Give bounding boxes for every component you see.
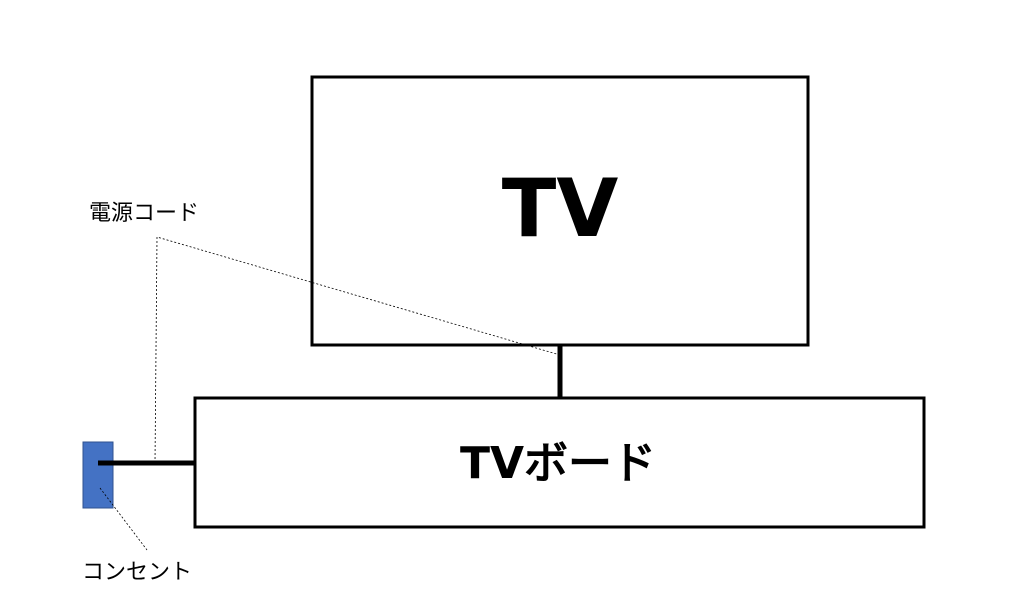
tv-board-label: TVボード [460, 438, 656, 489]
power-cord-label: 電源コード [89, 201, 199, 226]
tv-board-box [193, 396, 926, 529]
outlet-shape [82, 441, 114, 509]
cord-leader-line [154, 236, 561, 464]
outlet-label: コンセント [82, 560, 192, 585]
outlet-leader-line [99, 487, 148, 551]
tv-box [310, 75, 810, 347]
tv-label: TV [502, 162, 619, 255]
